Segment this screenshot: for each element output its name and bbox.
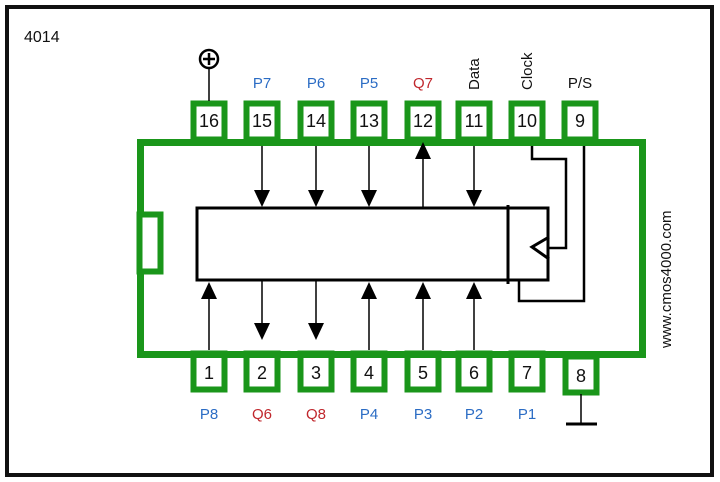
pin-label-q6: Q6 — [252, 406, 272, 423]
website-label: www.cmos4000.com — [658, 210, 675, 349]
clock-edge-icon — [529, 235, 550, 261]
pin-9: 9 P/S — [561, 75, 599, 143]
pin-2: 2Q6 — [243, 350, 281, 423]
pin-label-p5: P5 — [360, 75, 378, 92]
pin-number: 9 — [575, 111, 585, 131]
pin-label-q7: Q7 — [413, 75, 433, 92]
arrow-down-icon — [308, 323, 324, 340]
pin-box — [350, 100, 388, 143]
pin-label-p6: P6 — [307, 75, 325, 92]
pin-label-p1: P1 — [518, 406, 536, 423]
pin-number: 5 — [418, 363, 428, 383]
arrow-up-icon — [415, 282, 431, 299]
pin-number: 13 — [359, 111, 379, 131]
arrow-up-icon — [415, 142, 431, 159]
pin-label-p3: P3 — [414, 406, 432, 423]
pin-box — [297, 100, 335, 143]
pin-number: 11 — [465, 111, 484, 131]
bottom-pin-row: 1P8 2Q6 3Q8 4P4 5P3 6P2 7P1 8 — [190, 350, 600, 423]
arrow-down-icon — [254, 323, 270, 340]
pin-number: 3 — [311, 363, 321, 383]
pin-label-p8: P8 — [200, 406, 218, 423]
pin-number: 4 — [364, 363, 374, 383]
arrow-up-icon — [466, 282, 482, 299]
pin-1: 1P8 — [190, 350, 228, 423]
pin-label-q8: Q8 — [306, 406, 326, 423]
pin-box — [508, 100, 546, 143]
pin-number: 8 — [576, 366, 586, 386]
arrow-down-icon — [361, 190, 377, 207]
pin-number: 16 — [199, 111, 219, 131]
pin-number: 2 — [257, 363, 267, 383]
pin-label-p-s: P/S — [568, 75, 592, 92]
chip-notch — [136, 211, 164, 275]
pin-15: 15 P7 — [243, 75, 281, 143]
pin-4: 4P4 — [350, 350, 388, 423]
pin-label-data: Data — [466, 58, 483, 90]
pin-8: 8 — [562, 353, 600, 396]
pin-number: 14 — [306, 111, 326, 131]
top-pin-row: 16 15 P7 14 P6 13 P5 12 Q7 11 Data 10 Clock 9 P/S — [190, 52, 599, 143]
parallel-serial-wire — [517, 146, 586, 303]
pin-box — [350, 350, 388, 393]
shift-register-block — [195, 206, 550, 282]
pin-box — [243, 100, 281, 143]
pin-label-p7: P7 — [253, 75, 271, 92]
pin-number: 12 — [413, 111, 433, 131]
pin-number: 15 — [252, 111, 272, 131]
pin-14: 14 P6 — [297, 75, 335, 143]
arrow-down-icon — [254, 190, 270, 207]
arrow-up-icon — [361, 282, 377, 299]
pin-label-p2: P2 — [465, 406, 483, 423]
arrow-up-icon — [201, 282, 217, 299]
signal-wires — [201, 142, 482, 350]
arrow-down-icon — [466, 190, 482, 207]
pin-box — [190, 350, 228, 393]
chip-title: 4014 — [24, 29, 60, 46]
clock-wire — [530, 146, 568, 250]
pin-number: 6 — [469, 363, 479, 383]
pin-box — [243, 350, 281, 393]
pin-number: 10 — [517, 111, 537, 131]
pin-label-p4: P4 — [360, 406, 378, 423]
pin-10: 10 Clock — [508, 52, 546, 143]
pin-number: 7 — [522, 363, 532, 383]
pin-13: 13 P5 — [350, 75, 388, 143]
pin-16: 16 — [190, 100, 228, 143]
arrow-down-icon — [308, 190, 324, 207]
pin-number: 1 — [204, 363, 214, 383]
pin-label-clock: Clock — [519, 52, 536, 90]
